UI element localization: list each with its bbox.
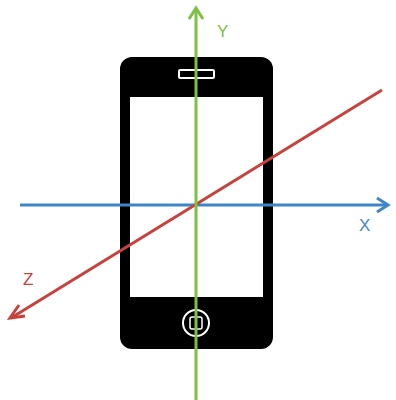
y-axis [195,9,198,400]
y-arrowhead [189,8,203,19]
z-arrowhead [10,305,25,318]
x-axis [20,204,387,207]
axis-label: X [357,216,372,235]
x-arrowhead [377,198,388,212]
axis-label: Z [21,270,35,289]
axis-label: Y [215,22,230,41]
